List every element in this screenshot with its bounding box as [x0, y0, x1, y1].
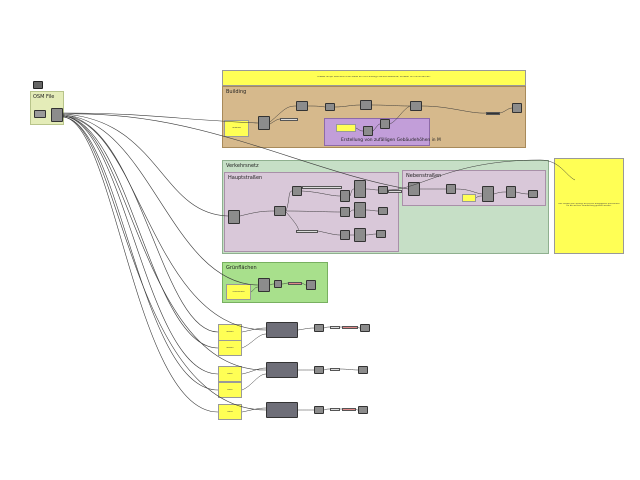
haupt-offset-1[interactable] [354, 180, 366, 198]
side-note[interactable]: Hier werden alle Straßen als Kurven ausg… [554, 158, 624, 254]
haupt-offset-2[interactable] [354, 202, 366, 218]
wire-to-note-5 [62, 116, 219, 413]
extra-note-5[interactable]: Parks [218, 404, 242, 420]
extra-wires [241, 326, 361, 413]
gruen-output-component[interactable] [306, 280, 316, 290]
neben-split-component[interactable] [446, 184, 456, 194]
extra-split-1[interactable] [314, 324, 324, 332]
building-extrude-component[interactable] [325, 103, 335, 111]
wire-to-haupt [62, 113, 229, 217]
building-output-panel[interactable] [486, 112, 500, 115]
haupt-output-3[interactable] [376, 230, 386, 238]
neben-filter-component[interactable] [408, 182, 420, 196]
wire-to-building [62, 112, 259, 124]
haupt-offset-3[interactable] [354, 228, 366, 242]
haupt-match-3[interactable] [340, 230, 350, 240]
building-note-text: Gebäude [231, 127, 242, 129]
neben-preview-component[interactable] [528, 190, 538, 198]
random-height-component[interactable] [363, 126, 373, 136]
file-path-param[interactable] [34, 110, 46, 118]
haupt-panel-1[interactable] [302, 186, 342, 189]
extra-note-3[interactable]: Bahn [218, 366, 242, 382]
extra-output-1[interactable] [360, 324, 370, 332]
building-random-component[interactable] [360, 100, 372, 110]
wire-to-note-4 [62, 116, 219, 391]
gruen-filter-component[interactable] [258, 278, 270, 292]
osm-parser-component[interactable] [51, 108, 63, 122]
extra-note-4[interactable]: Bahn [218, 382, 242, 398]
haupt-match-1[interactable] [340, 190, 350, 202]
wire-to-note-1 [62, 114, 219, 333]
building-filter-component[interactable] [258, 116, 270, 130]
haupt-split-component[interactable] [274, 206, 286, 216]
hauptstrassen-group[interactable]: Hauptstraßen [224, 172, 399, 252]
extra-split-2[interactable] [314, 366, 324, 374]
header-note-text: Dieses Skript liest eine OSM-Datei ein u… [317, 76, 431, 78]
extra-note-2-text: Wasser [226, 346, 234, 349]
verkehrsnetz-group-title: Verkehrsnetz [226, 163, 259, 169]
nebenstrassen-group-title: Nebenstraßen [406, 173, 442, 179]
extra-split-3[interactable] [314, 406, 324, 414]
extra-note-2[interactable]: Wasser [218, 340, 242, 356]
neben-offset-component[interactable] [482, 186, 494, 202]
haupt-match-2[interactable] [340, 207, 350, 217]
extra-panel-1b[interactable] [342, 326, 358, 329]
haupt-filter-component[interactable] [228, 210, 240, 224]
wire-to-note-3 [62, 115, 219, 375]
gruen-curve-component[interactable] [274, 280, 282, 288]
building-curve-component[interactable] [296, 101, 308, 111]
random-height-subgroup-title: Erstellung von zufälligen Gebäudehöhen i… [341, 138, 441, 143]
haupt-panel-2[interactable] [296, 230, 318, 233]
haupt-side-panel[interactable] [388, 190, 402, 193]
gruen-panel[interactable] [288, 282, 302, 285]
building-preview-component[interactable] [512, 103, 522, 113]
gruen-wires [250, 282, 307, 293]
osm-file-icon[interactable] [33, 81, 43, 89]
side-note-text: Hier werden alle Straßen als Kurven ausg… [558, 203, 620, 208]
extra-note-1[interactable]: Wasser [218, 324, 242, 341]
header-note[interactable]: Dieses Skript liest eine OSM-Datei ein u… [222, 70, 526, 86]
extra-panel-1[interactable] [330, 326, 340, 329]
wire-to-gruen [62, 114, 259, 286]
extra-note-4-text: Bahn [227, 388, 233, 391]
extra-filter-2[interactable] [266, 362, 298, 378]
extra-note-1-text: Wasser [226, 331, 234, 333]
road-wires [239, 159, 576, 236]
haupt-list-component[interactable] [292, 186, 302, 196]
haupt-output-2[interactable] [378, 207, 388, 215]
building-output-component[interactable] [410, 101, 422, 111]
wire-to-note-2 [62, 115, 219, 349]
wire-to-extra-2 [62, 115, 267, 371]
osm-file-title: OSM File [33, 94, 55, 100]
building-group-title: Building [226, 89, 247, 95]
extra-panel-3b[interactable] [342, 408, 356, 411]
extra-note-5-text: Parks [227, 410, 233, 413]
building-wires [269, 104, 513, 132]
gruenflaechen-note-text: Grünflächen [232, 290, 245, 293]
random-height-subgroup[interactable]: Erstellung von zufälligen Gebäudehöhen i… [324, 118, 441, 146]
hauptstrassen-group-title: Hauptstraßen [228, 175, 263, 181]
building-panel[interactable] [280, 118, 298, 121]
wire-to-extra-1 [62, 115, 267, 331]
neben-width-note[interactable] [462, 194, 476, 202]
extra-panel-2[interactable] [330, 368, 340, 371]
building-note[interactable]: Gebäude [224, 120, 249, 137]
gruenflaechen-group-title: Grünflächen [226, 265, 257, 271]
haupt-output-1[interactable] [378, 186, 388, 194]
extra-panel-3[interactable] [330, 408, 340, 411]
height-range-note[interactable] [336, 124, 356, 132]
extra-filter-3[interactable] [266, 402, 298, 418]
extra-note-3-text: Bahn [227, 372, 233, 375]
neben-output-component[interactable] [506, 186, 516, 198]
gruenflaechen-note[interactable]: Grünflächen [226, 284, 251, 300]
extra-filter-1[interactable] [266, 322, 298, 338]
wire-to-neben [62, 113, 409, 190]
extra-output-3[interactable] [358, 406, 368, 414]
height-multiply-component[interactable] [380, 119, 390, 129]
wire-to-extra-3 [62, 116, 267, 411]
extra-output-2[interactable] [358, 366, 368, 374]
source-wires [62, 112, 409, 413]
